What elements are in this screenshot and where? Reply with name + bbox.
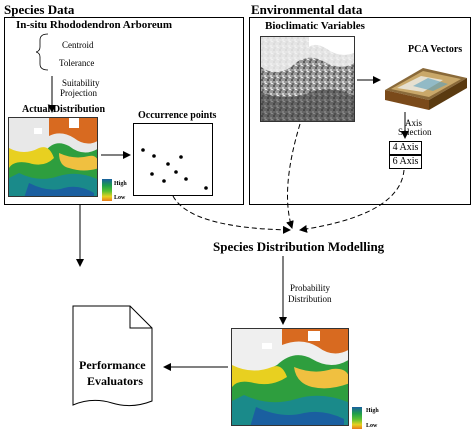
tolerance-label: Tolerance (59, 58, 95, 68)
pca-vectors-block (385, 68, 467, 110)
actual-legend-high: High (114, 181, 127, 187)
centroid-label: Centroid (62, 40, 94, 50)
axis-selection-label-1: Axis (405, 118, 423, 128)
axis-to-modelling-arrow (299, 169, 405, 233)
environmental-data-title: Environmental data (251, 2, 363, 17)
evaluators-label-1: Performance (79, 358, 146, 372)
probability-legend-high: High (366, 408, 379, 414)
occurrence-points-label: Occurrence points (138, 110, 217, 121)
evaluators-label-2: Evaluators (87, 374, 144, 388)
occurrence-point (204, 186, 208, 190)
species-subtitle: In-situ Rhododendron Arboreum (16, 19, 173, 31)
modelling-title: Species Distribution Modelling (213, 239, 385, 254)
occurrence-point (179, 155, 183, 159)
occurrence-point (166, 162, 170, 166)
probability-label-1: Probability (290, 283, 330, 293)
bioclimatic-to-modelling-arrow (286, 123, 301, 229)
occurrence-point (141, 148, 145, 152)
occurrence-point (184, 177, 188, 181)
bioclimatic-map (260, 36, 355, 122)
probability-map (231, 328, 349, 426)
axis-option-6: 6 Axis (389, 155, 422, 169)
occurrence-to-modelling-arrow (172, 195, 291, 234)
actual-distribution-map (8, 117, 98, 197)
occurrence-points-plot (141, 148, 208, 190)
probability-label-2: Distribution (288, 294, 332, 304)
suitability-label-1: Suitability (62, 78, 100, 88)
actual-legend-bar (102, 179, 112, 201)
tolerance-bracket (36, 33, 49, 71)
bioclimatic-map-image (261, 37, 354, 121)
probability-map-image (232, 329, 348, 425)
occurrence-points-box (133, 123, 213, 196)
probability-legend-low: Low (366, 423, 378, 429)
axis-selection-label-2: Selection (398, 127, 432, 137)
suitability-label-2: Projection (60, 88, 97, 98)
occurrence-point (162, 179, 166, 183)
bioclimatic-label: Bioclimatic Variables (265, 20, 365, 32)
species-data-title: Species Data (4, 2, 75, 17)
probability-legend-bar (352, 407, 362, 429)
axis-option-4: 4 Axis (389, 141, 422, 155)
occurrence-point (174, 170, 178, 174)
occurrence-point (150, 172, 154, 176)
actual-legend-low: Low (114, 195, 126, 201)
evaluators-document-icon (72, 305, 153, 407)
actual-distribution-map-image (9, 118, 97, 196)
pca-vectors-label: PCA Vectors (408, 44, 463, 55)
occurrence-point (152, 154, 156, 158)
actual-distribution-label: Actual Distribution (22, 104, 106, 115)
